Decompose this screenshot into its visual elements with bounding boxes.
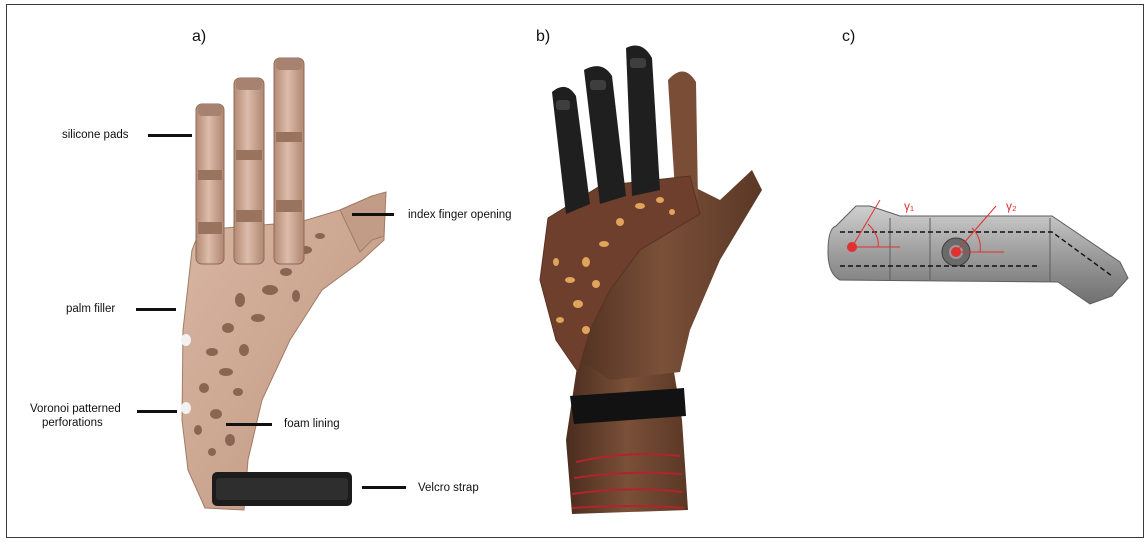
callout-voronoi-line2: perforations [42,416,103,430]
leader-palm-filler [136,308,176,311]
panel-c-joint [828,200,1128,304]
panel-label-b: b) [536,28,550,46]
callout-silicone-pads: silicone pads [62,128,128,142]
leader-velcro-strap [362,486,406,489]
callout-palm-filler: palm filler [66,302,115,316]
angle-label-gamma1: γ₁ [904,199,914,213]
panel-label-c: c) [842,28,855,46]
leader-silicone-pads [148,134,192,137]
leader-voronoi [137,410,177,413]
leader-foam-lining [226,423,272,426]
callout-index-finger-opening: index finger opening [408,208,512,222]
callout-foam-lining: foam lining [284,417,340,431]
leader-index-finger-opening [352,213,394,216]
panel-label-a: a) [192,28,206,46]
panel-b-photo [540,46,762,514]
panel-a-hand [181,58,386,510]
callout-velcro-strap: Velcro strap [418,481,479,495]
callout-voronoi-line1: Voronoi patterned [30,402,121,416]
angle-label-gamma2: γ₂ [1006,199,1017,213]
